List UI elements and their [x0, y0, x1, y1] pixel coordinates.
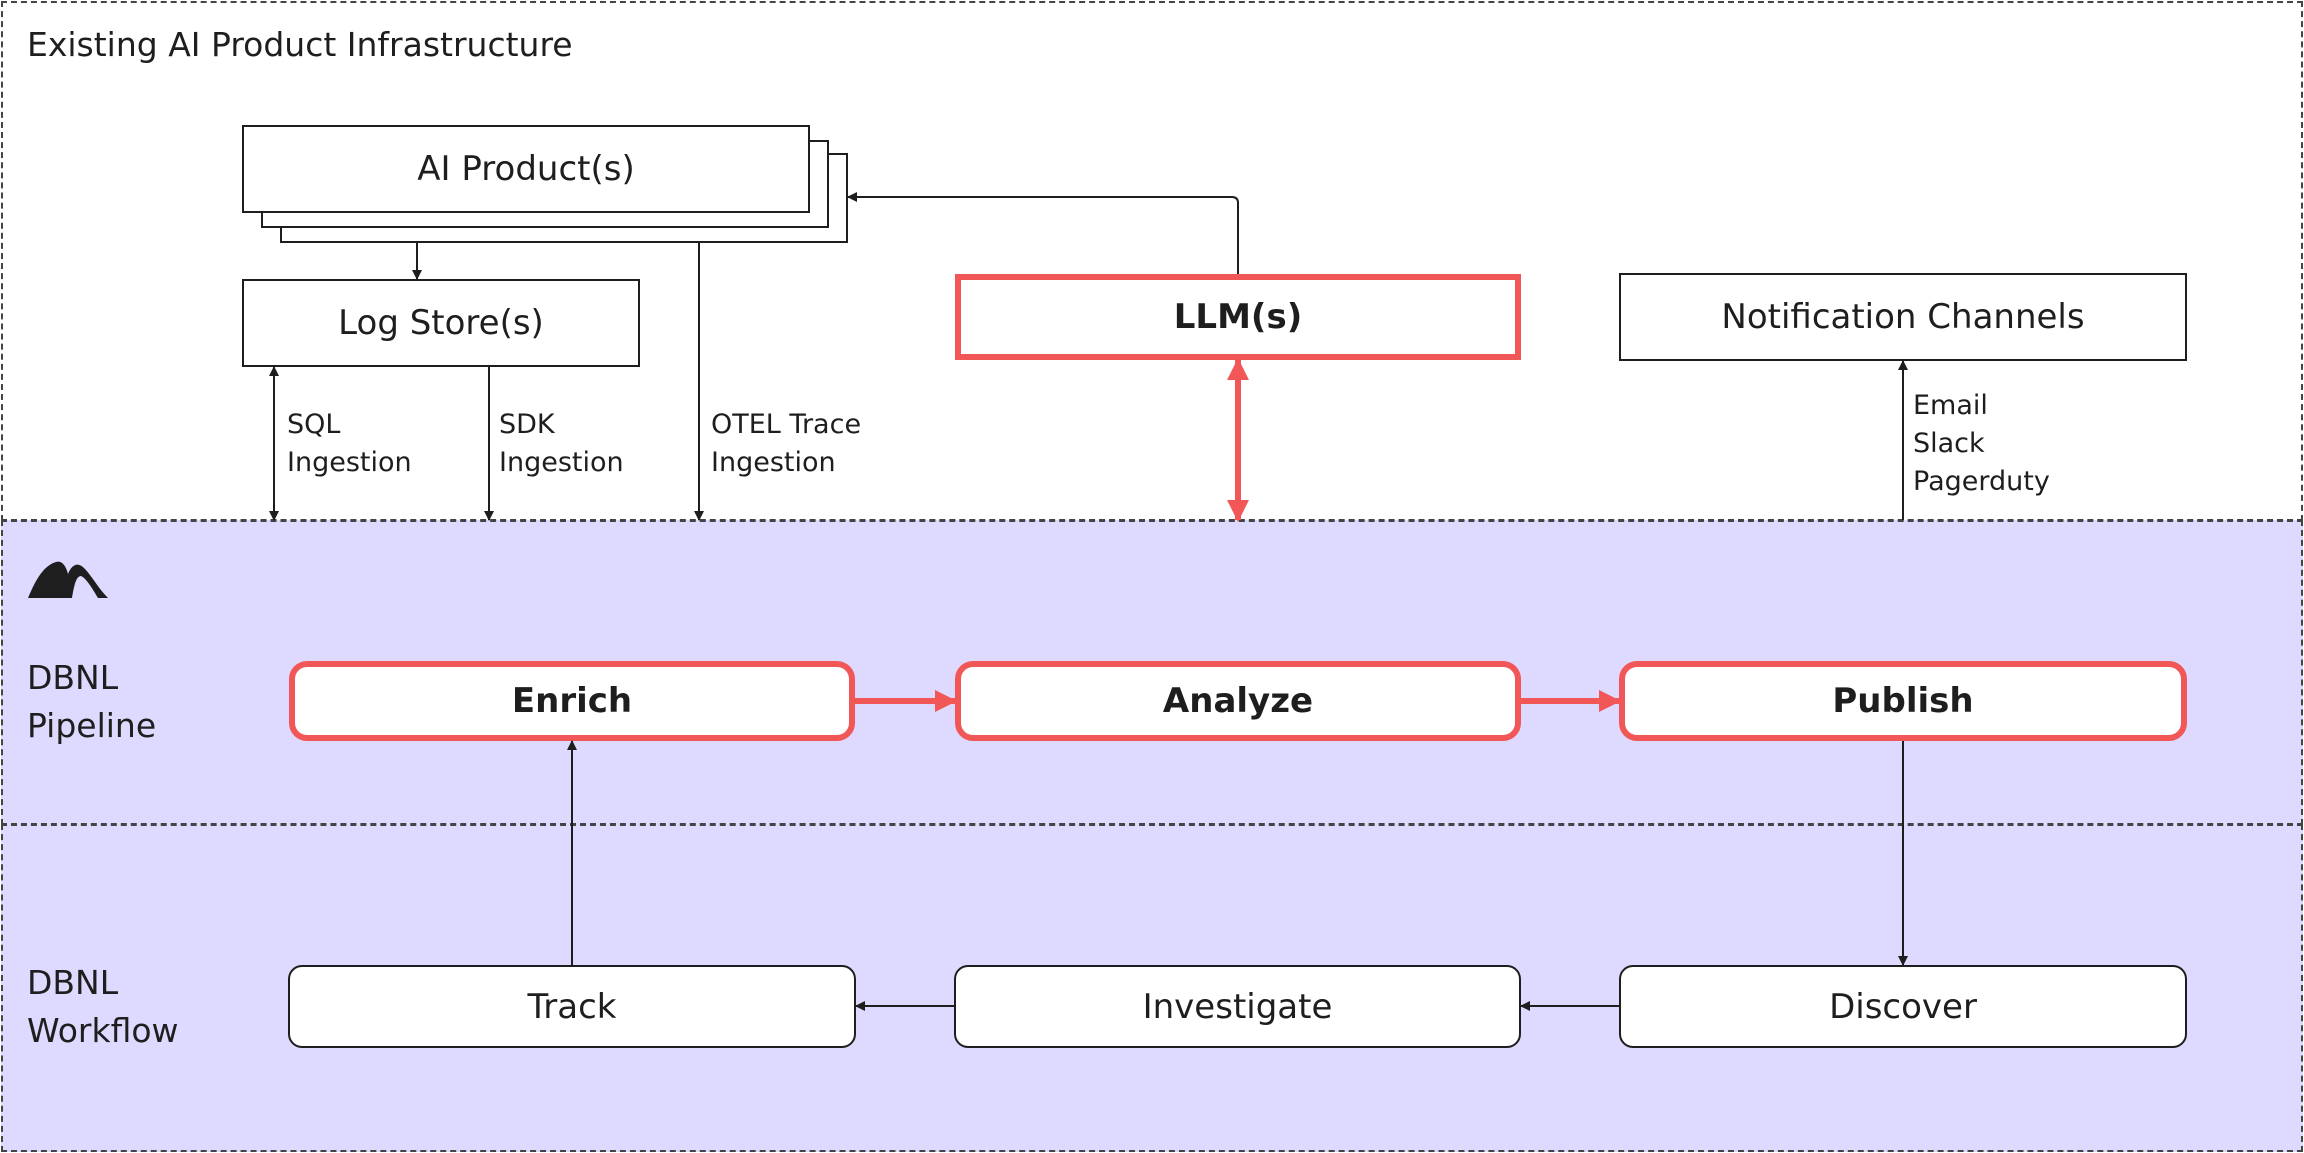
- workflow-title-line1: DBNL: [27, 963, 119, 1002]
- notification-channels-box: Notification Channels: [1619, 273, 2187, 361]
- pipeline-title-line2: Pipeline: [27, 706, 157, 745]
- ai-products-box: AI Product(s): [242, 125, 810, 213]
- workflow-title-line2: Workflow: [27, 1011, 179, 1050]
- investigate-box: Investigate: [954, 965, 1521, 1048]
- publish-box: Publish: [1619, 661, 2187, 741]
- notif-label-pagerduty: Pagerduty: [1913, 466, 2050, 497]
- track-box: Track: [288, 965, 856, 1048]
- discover-box: Discover: [1619, 965, 2187, 1048]
- enrich-box: Enrich: [289, 661, 855, 741]
- llms-box: LLM(s): [955, 274, 1521, 360]
- notif-label-email: Email: [1913, 390, 1988, 421]
- otel-label-line2: Ingestion: [711, 447, 836, 478]
- dbnl-logo-icon: [28, 561, 108, 598]
- pipeline-title-line1: DBNL: [27, 658, 119, 697]
- otel-label-line1: OTEL Trace: [711, 409, 862, 440]
- sdk-label-line1: SDK: [499, 409, 555, 440]
- analyze-box: Analyze: [955, 661, 1521, 741]
- sdk-label-line2: Ingestion: [499, 447, 624, 478]
- sql-label-line2: Ingestion: [287, 447, 412, 478]
- sql-label-line1: SQL: [287, 409, 341, 440]
- notif-label-slack: Slack: [1913, 428, 1985, 459]
- infra-title: Existing AI Product Infrastructure: [27, 25, 573, 64]
- log-store-box: Log Store(s): [242, 279, 640, 367]
